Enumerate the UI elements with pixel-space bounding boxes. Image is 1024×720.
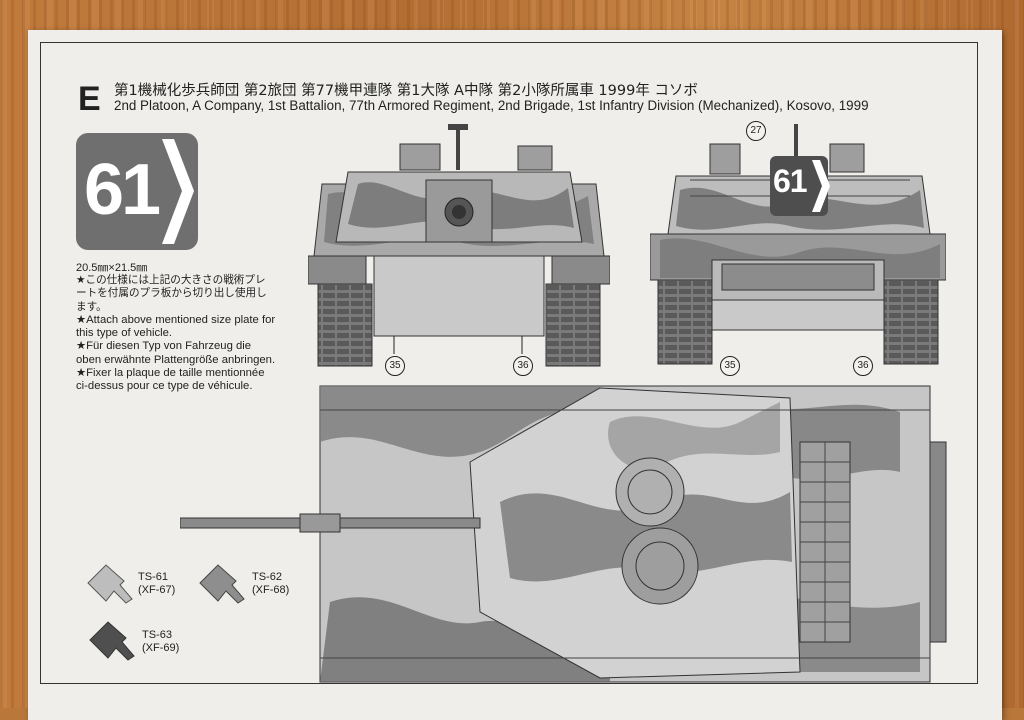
plate-size-label: 20.5㎜×21.5㎜ xyxy=(76,262,148,274)
paint-swatch-ts62 xyxy=(199,564,245,604)
note-french: ★Fixer la plaque de taille mentionnée ci… xyxy=(76,367,265,393)
tactical-plate: 61 xyxy=(76,133,198,250)
tank-top-view xyxy=(180,385,947,683)
chevron-icon xyxy=(162,139,194,244)
note-japanese: ★この仕様には上記の大きさの戦術プレートを付属のプラ板から切り出し使用します。 xyxy=(76,274,267,313)
section-letter: E xyxy=(78,80,101,118)
callout-rear-right: 36 xyxy=(853,356,873,376)
section-frame xyxy=(40,42,978,684)
callout-front-right: 36 xyxy=(513,356,533,376)
paint-code-ts61: TS-61(XF-67) xyxy=(138,571,176,596)
tank-front-view xyxy=(308,124,610,367)
paint-code-ts62: TS-62(XF-68) xyxy=(252,571,290,596)
callout-front-left: 35 xyxy=(385,356,405,376)
rear-plate-number: 61 xyxy=(773,163,808,199)
paint-swatch-ts61 xyxy=(87,564,133,604)
tactical-plate-number: 61 xyxy=(84,150,161,230)
tank-rear-view xyxy=(650,124,946,365)
paint-code-ts63: TS-63(XF-69) xyxy=(142,629,180,654)
section-title-english: 2nd Platoon, A Company, 1st Battalion, 7… xyxy=(114,98,869,113)
callout-rear-left: 35 xyxy=(720,356,740,376)
section-title-japanese: 第1機械化歩兵師団 第2旅団 第77機甲連隊 第1大隊 A中隊 第2小隊所属車 … xyxy=(114,83,698,99)
callout-rear-turret: 27 xyxy=(746,121,766,141)
paint-swatch-ts63 xyxy=(89,621,135,661)
notes-block: ★この仕様には上記の大きさの戦術プレートを付属のプラ板から切り出し使用します。 … xyxy=(76,274,276,394)
note-german: ★Für diesen Typ von Fahrzeug die oben er… xyxy=(76,340,276,366)
note-english: ★Attach above mentioned size plate for t… xyxy=(76,313,276,340)
